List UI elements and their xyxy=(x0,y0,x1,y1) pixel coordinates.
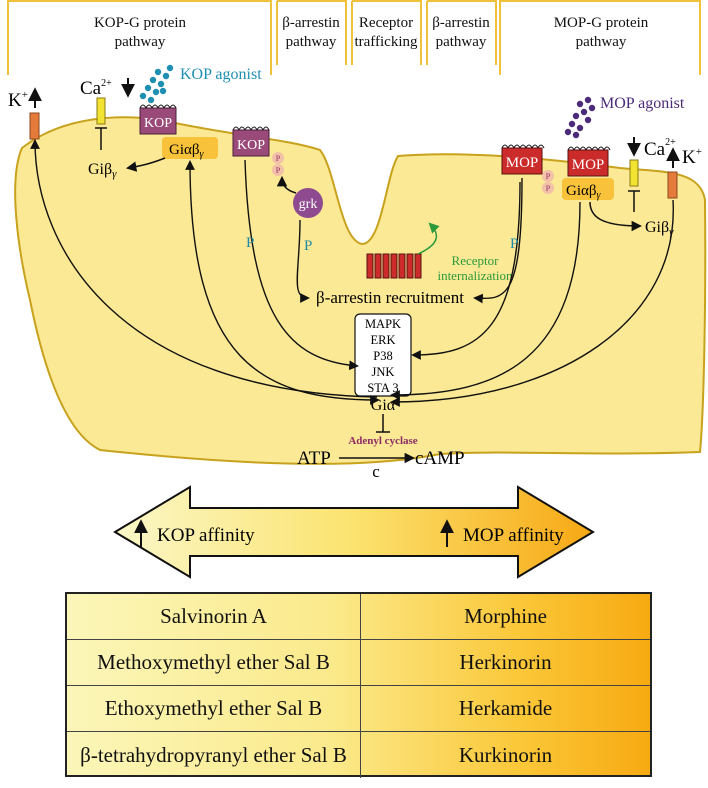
k-channel-right xyxy=(667,171,678,199)
signaling-diagram: KOP-G protein pathway β-arrestin pathway… xyxy=(7,0,707,579)
kop-compound: β-tetrahydropyranyl ether Sal B xyxy=(67,732,361,778)
ca-right: Ca2+ xyxy=(644,137,676,160)
header-mop-g-line2: pathway xyxy=(576,34,627,50)
internalized-receptor xyxy=(366,253,422,279)
ca-inhibit-right xyxy=(628,190,640,212)
kop-affinity-label: KOP affinity xyxy=(157,525,255,546)
kinase-jnk: JNK xyxy=(372,365,395,379)
affinity-double-arrow xyxy=(113,485,595,579)
compound-table: Salvinorin A Morphine Methoxymethyl ethe… xyxy=(65,592,652,778)
p-label-grk: P xyxy=(304,238,312,254)
ca-channel-right xyxy=(629,159,639,187)
bracket-kop-g xyxy=(7,0,272,75)
header-arrestin-left-line1: β-arrestin xyxy=(282,15,340,31)
bracket-mop-g xyxy=(499,0,701,75)
mop-affinity-label: MOP affinity xyxy=(463,525,564,546)
mop-compound: Kurkinorin xyxy=(458,742,553,767)
header-kop-g-line1: KOP-G protein xyxy=(94,15,187,31)
kop-compound: Ethoxymethyl ether Sal B xyxy=(67,686,361,731)
bracket-arrestin-left xyxy=(276,0,347,65)
pathway-header-brackets xyxy=(7,0,701,75)
g-protein-mop xyxy=(562,178,614,200)
header-arrestin-right-line1: β-arrestin xyxy=(432,15,490,31)
kop-label-1: KOP xyxy=(144,116,172,131)
arrestin-recruitment-label: β-arrestin recruitment xyxy=(316,288,464,307)
mop-agonist-label: MOP agonist xyxy=(600,95,685,112)
mop-label-2: MOP xyxy=(572,157,605,173)
arrow-kop-gibg xyxy=(125,157,166,172)
header-kop-g-line2: pathway xyxy=(115,34,166,50)
pathway-curves xyxy=(30,139,674,407)
ca-inhibit-left xyxy=(95,127,107,150)
svg-text:P: P xyxy=(276,166,281,175)
header-arrestin-right-line2: pathway xyxy=(436,34,487,50)
header-mop-g-line1: MOP-G protein xyxy=(554,15,649,31)
header-trafficking-line2: trafficking xyxy=(354,34,418,50)
mop-compound: Herkamide xyxy=(458,696,553,720)
arrow-mop-gibg xyxy=(589,201,643,232)
mop-receptor-1: MOP xyxy=(501,144,545,175)
bracket-trafficking xyxy=(351,0,422,65)
kop-receptor-2: KOP xyxy=(232,126,270,157)
giabg-mop: Giαβγ xyxy=(566,183,602,201)
bracket-arrestin-right xyxy=(426,0,497,65)
mop-receptor-2: MOP xyxy=(567,146,611,177)
phospho-mop: P P xyxy=(542,170,554,194)
camp-label: cAMP xyxy=(415,448,465,469)
kop-receptor-1: KOP xyxy=(139,104,177,135)
kinase-sta3: STA 3 xyxy=(367,381,398,395)
internalization-line2: internalization xyxy=(437,268,513,283)
p-label-mop: P xyxy=(510,236,518,252)
c-label: c xyxy=(372,462,380,481)
giabg-kop: Giαβγ xyxy=(169,142,205,160)
gibg-left: Giβγ xyxy=(88,161,117,180)
ca-channel-left xyxy=(96,97,106,125)
kinase-erk: ERK xyxy=(371,333,396,347)
atp-label: ATP xyxy=(297,448,331,469)
adenyl-cyclase-label: Adenyl cyclase xyxy=(348,435,417,447)
g-protein-kop xyxy=(162,137,218,159)
svg-text:P: P xyxy=(276,154,281,163)
kop-compound: Salvinorin A xyxy=(67,594,361,639)
k-plus-left: K+ xyxy=(8,89,28,111)
table-row: Salvinorin A Morphine xyxy=(67,594,650,640)
kop-agonist-label: KOP agonist xyxy=(180,66,262,83)
kinase-mapk: MAPK xyxy=(365,317,401,331)
p-label-kop: P xyxy=(246,235,254,251)
table-row: Ethoxymethyl ether Sal B Herkamide xyxy=(67,686,650,732)
grk-label: grk xyxy=(299,197,318,212)
ca-left: Ca2+ xyxy=(80,78,112,99)
mop-compound: Herkinorin xyxy=(459,650,552,674)
svg-text:P: P xyxy=(546,184,551,193)
internalization-line1: Receptor xyxy=(452,253,500,268)
mop-agonist-dots xyxy=(564,96,596,139)
kop-agonist-dots xyxy=(139,64,174,104)
k-plus-right: K+ xyxy=(682,146,702,168)
mop-compound: Morphine xyxy=(464,604,547,628)
internalization-arrow xyxy=(417,222,440,255)
kop-label-2: KOP xyxy=(237,138,265,153)
header-arrestin-left-line2: pathway xyxy=(286,34,337,50)
kinase-p38: P38 xyxy=(373,349,392,363)
mop-label-1: MOP xyxy=(506,155,539,171)
table-row: Methoxymethyl ether Sal B Herkinorin xyxy=(67,640,650,686)
header-trafficking-line1: Receptor xyxy=(359,15,413,31)
table-row: β-tetrahydropyranyl ether Sal B Kurkinor… xyxy=(67,732,650,778)
gi-inhibit xyxy=(376,414,390,433)
kop-compound: Methoxymethyl ether Sal B xyxy=(67,640,361,685)
k-channel-left xyxy=(29,112,40,140)
svg-text:P: P xyxy=(546,172,551,181)
